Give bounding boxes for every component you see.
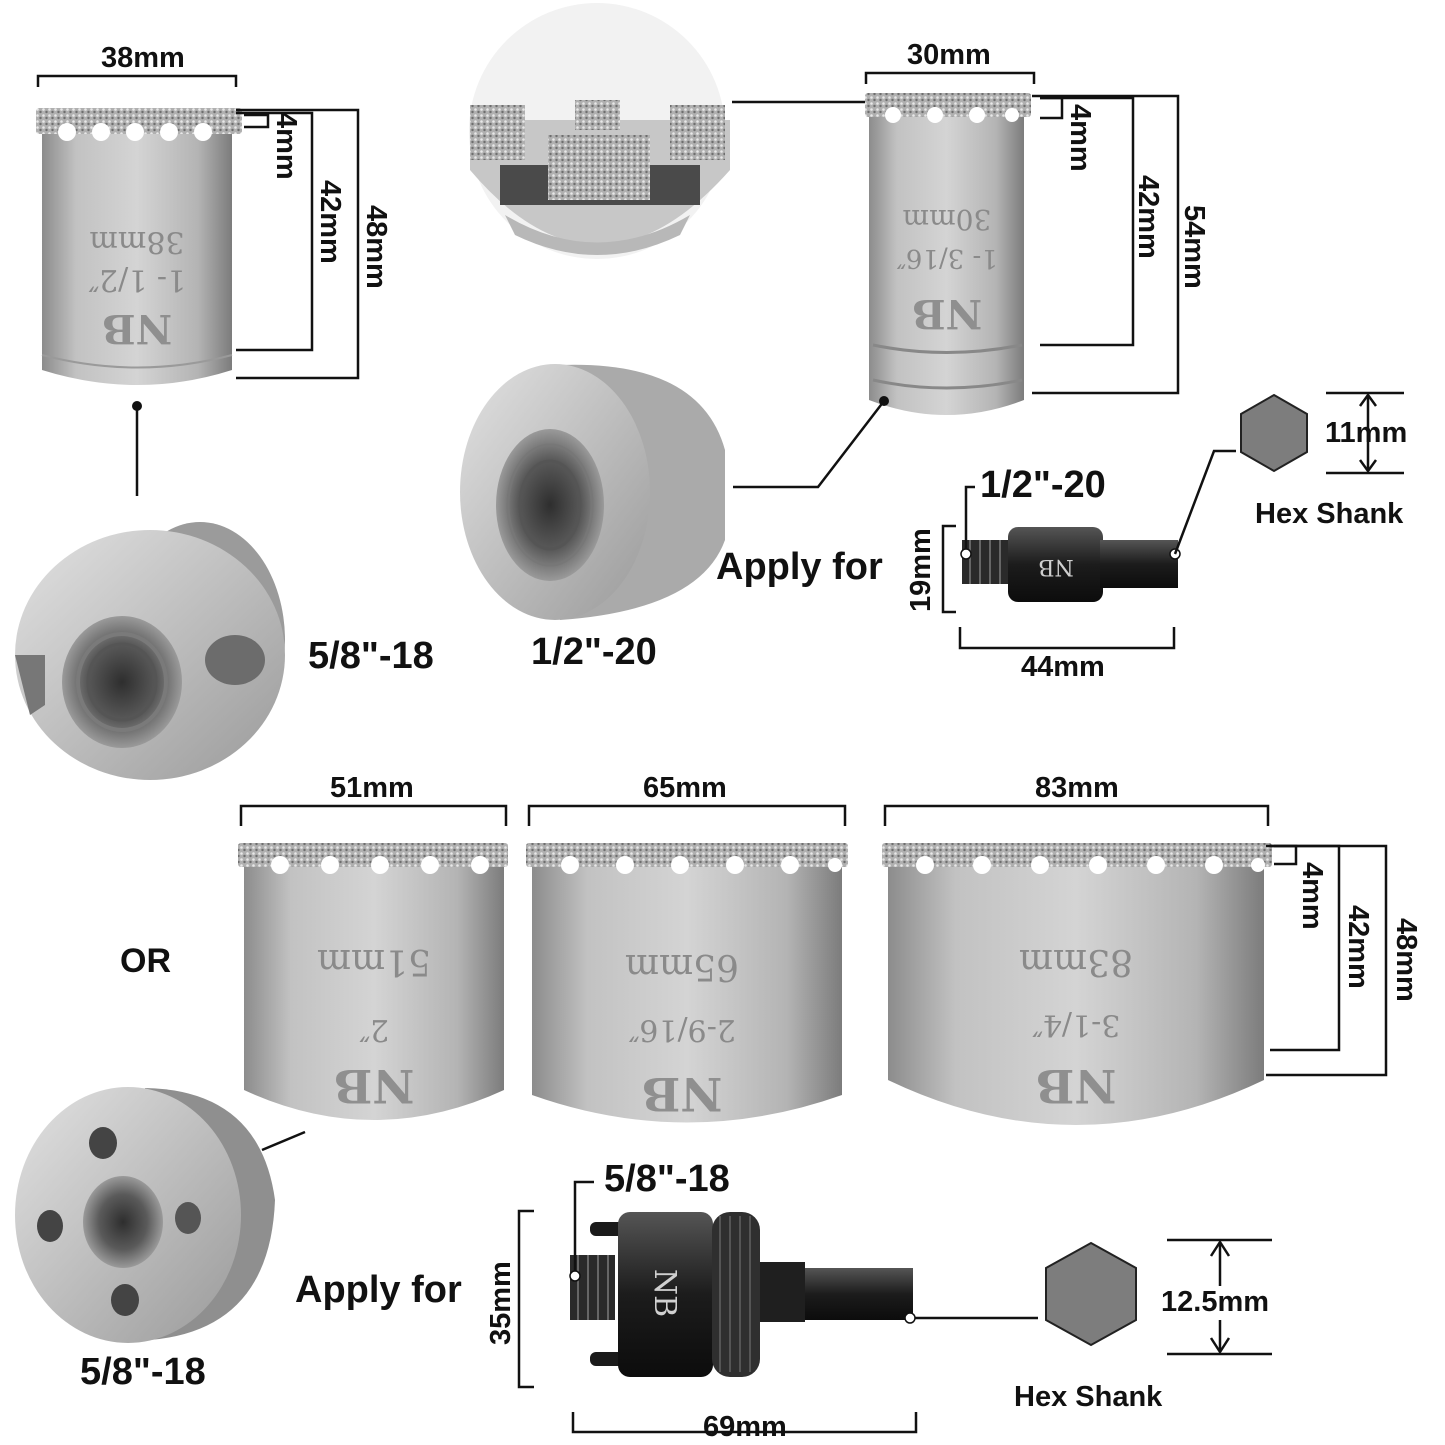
dimension-lines-hex-11mm <box>1326 391 1404 475</box>
arbor-back-5-8-18-bottom <box>15 1087 275 1343</box>
hex-size-11mm: 11mm <box>1325 417 1408 449</box>
thread-label-5-8-18-adapter: 5/8"-18 <box>604 1158 730 1200</box>
adapter-5-8-18: NB <box>570 1212 913 1377</box>
dimension-lines-large-bits <box>239 804 1388 1152</box>
svg-text:51mm: 51mm <box>317 941 431 982</box>
hex-shank-12-5mm-icon <box>1045 1241 1137 1347</box>
dimension-lines-hex-12-5mm <box>1167 1238 1272 1356</box>
svg-text:NB: NB <box>912 290 982 337</box>
diameter-label-65mm: 65mm <box>643 772 727 804</box>
callout-dot <box>879 396 889 406</box>
tooth-label-30mm: 4mm <box>1064 104 1096 172</box>
thread-label-1-2-20-back: 1/2"-20 <box>531 631 657 673</box>
hole-saw-65mm: 2-9/16″ 65mm NB <box>526 843 848 1123</box>
dimension-lines-30mm <box>733 71 1180 489</box>
height-label-30mm: 54mm <box>1178 205 1210 289</box>
dimension-lines-large-adapter <box>517 1180 1038 1434</box>
engraving-65mm: 2-9/16″ 65mm NB <box>625 946 739 1121</box>
or-label: OR <box>120 942 171 980</box>
hole-saw-51mm: 2″ 51mm NB <box>238 843 508 1120</box>
height-label-83mm: 48mm <box>1390 918 1422 1002</box>
svg-text:2-9/16″: 2-9/16″ <box>628 1012 736 1047</box>
apply-for-label-small: Apply for <box>716 546 883 588</box>
adapter-1-2-20: NB <box>962 527 1178 602</box>
adapter-height-19mm: 19mm <box>905 528 937 612</box>
thread-label-1-2-20-adapter: 1/2"-20 <box>980 464 1106 506</box>
dimension-lines-small-adapter <box>941 449 1236 650</box>
hex-shank-11mm-icon <box>1240 393 1308 473</box>
hex-size-12-5mm: 12.5mm <box>1161 1286 1270 1318</box>
diameter-label-30mm: 30mm <box>907 39 991 71</box>
hole-saw-83mm: 3-1/4″ 83mm NB <box>882 843 1272 1125</box>
hole-saw-30mm: 1- 3/16″ 30mm NB <box>865 93 1031 415</box>
svg-text:NB: NB <box>642 1067 723 1121</box>
arbor-back-1-2-20 <box>460 364 725 620</box>
svg-text:65mm: 65mm <box>625 946 739 987</box>
diameter-label-51mm: 51mm <box>330 772 414 804</box>
svg-text:NB: NB <box>102 305 172 352</box>
cut-depth-label-38mm: 42mm <box>314 180 346 264</box>
tooth-closeup <box>469 3 730 259</box>
svg-text:30mm: 30mm <box>903 203 992 236</box>
callout-dot <box>960 548 972 560</box>
callout-dot <box>904 1312 916 1324</box>
arbor-back-5-8-18 <box>15 522 285 780</box>
height-label-38mm: 48mm <box>360 205 392 289</box>
hex-shank-label-large: Hex Shank <box>1014 1381 1163 1413</box>
adapter-large-logo: NB <box>647 1269 682 1317</box>
svg-text:NB: NB <box>334 1059 415 1113</box>
thread-label-5-8-18-bottom: 5/8"-18 <box>80 1351 206 1393</box>
engraving-51mm: 2″ 51mm NB <box>317 941 431 1113</box>
apply-for-label-large: Apply for <box>295 1269 462 1311</box>
svg-text:1- 1/2″: 1- 1/2″ <box>88 262 186 297</box>
hex-shank-label-small: Hex Shank <box>1255 498 1404 530</box>
svg-text:2″: 2″ <box>359 1012 389 1047</box>
svg-text:NB: NB <box>1036 1059 1117 1113</box>
svg-text:1- 3/16″: 1- 3/16″ <box>896 243 998 273</box>
cut-depth-label-83mm: 42mm <box>1342 905 1374 989</box>
svg-text:3-1/4″: 3-1/4″ <box>1032 1007 1121 1042</box>
thread-label-5-8-18-top: 5/8"-18 <box>308 635 434 677</box>
tooth-label-38mm: 4mm <box>270 112 302 180</box>
dimension-lines-38mm <box>36 74 360 496</box>
callout-dot <box>132 401 142 411</box>
tooth-label-83mm: 4mm <box>1296 862 1328 930</box>
adapter-length-69mm: 69mm <box>703 1411 787 1443</box>
cut-depth-label-30mm: 42mm <box>1132 175 1164 259</box>
engraving-38mm: 1- 1/2″ 38mm NB <box>88 224 186 352</box>
engraving-30mm: 1- 3/16″ 30mm NB <box>896 203 998 337</box>
svg-text:38mm: 38mm <box>89 224 184 259</box>
diameter-label-83mm: 83mm <box>1035 772 1119 804</box>
adapter-height-35mm: 35mm <box>485 1261 517 1345</box>
adapter-small-logo: NB <box>1038 554 1073 579</box>
adapter-length-44mm: 44mm <box>1021 651 1105 683</box>
hole-saw-38mm: 1- 1/2″ 38mm NB <box>36 108 242 385</box>
svg-text:83mm: 83mm <box>1019 941 1133 982</box>
engraving-83mm: 3-1/4″ 83mm NB <box>1019 941 1133 1113</box>
diameter-label-38mm: 38mm <box>101 42 185 74</box>
callout-dot <box>569 1270 581 1282</box>
